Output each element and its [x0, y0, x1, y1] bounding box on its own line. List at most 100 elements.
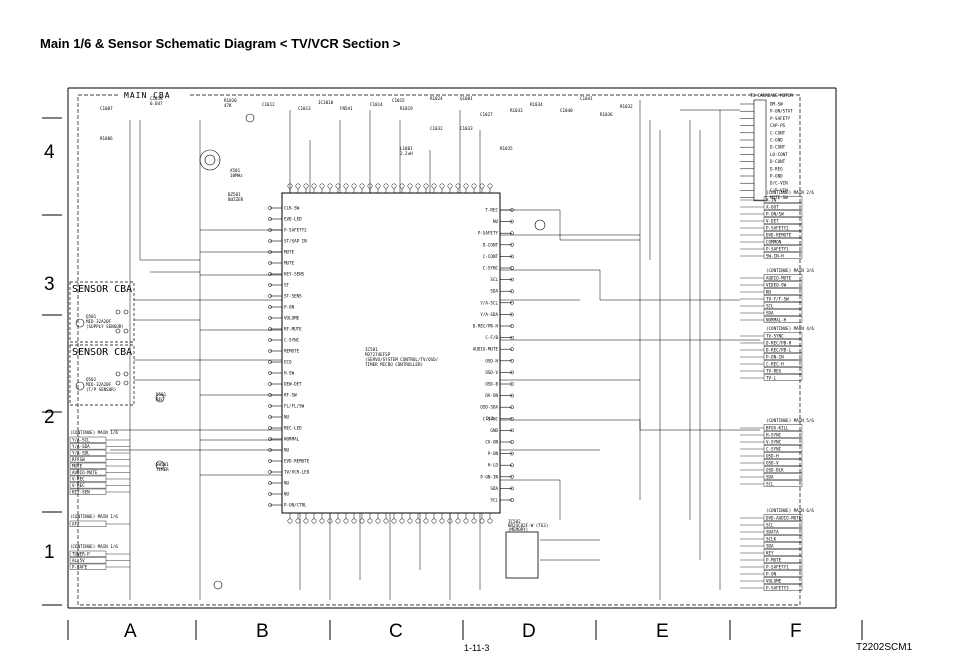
component-label: R1020 — [224, 98, 237, 103]
connector-pin-label: P-SAFETY1 — [766, 247, 789, 252]
ic-left-pin-label: MUTE — [284, 261, 295, 266]
ic-right-pin-label: SCL — [490, 498, 498, 503]
ic-top-pin — [359, 183, 365, 189]
ic-main-ref: IC501 — [365, 347, 378, 352]
ic-right-pin-label: NU — [493, 219, 499, 224]
connector-pin-label: KEY — [766, 551, 774, 556]
right-connector-groups: (CONTINUE) MAIN 2/6X-INX-OUTP-ON/SWV-DET… — [740, 190, 814, 591]
ic-right-pin-label: D-REC/PB-H — [473, 324, 499, 329]
ic-top-pin — [471, 183, 477, 189]
grid-ticks — [42, 117, 863, 640]
connector-cell — [763, 224, 803, 231]
connector-pin-label: BFOX-KILL — [766, 426, 789, 431]
connector-pin-label: KEY-SEN — [72, 490, 90, 495]
ic-right-pin-label: OSD-H — [485, 358, 498, 363]
part-label: TIMER — [156, 467, 169, 472]
sensor-part-text: (T/P SENSOR) — [86, 387, 116, 392]
component-label: C1018 — [150, 96, 163, 101]
motor-connector-pin: C-GND — [770, 138, 783, 143]
connector-pin-label: Y/A-SDL — [72, 451, 90, 456]
connector-pin-label: VOLUME — [766, 579, 782, 584]
connector-group-header: (CONTINUE) MAIN 3/6 — [766, 268, 814, 273]
ic-pin-number — [510, 440, 514, 444]
part-label: BUZZER — [228, 197, 244, 202]
motor-connector-pin: C-CONT — [770, 130, 786, 135]
connector-pin-label: Y/A-SCL — [72, 438, 90, 443]
component-label: FN5A1 — [340, 106, 353, 111]
motor-connector-pin: D-CONT — [770, 159, 786, 164]
connector-cell — [763, 288, 803, 295]
ic-top-pin — [431, 183, 437, 189]
page-number: 1-11-3 — [464, 643, 490, 653]
component-label: C1033 — [460, 126, 473, 131]
component-label: R1024 — [430, 96, 443, 101]
ic-bottom-pin — [439, 518, 445, 524]
part-label: BZ501 — [228, 192, 241, 197]
connector-pin-label: NORMAL-H — [766, 318, 787, 323]
connector-pin-label: SCL — [766, 304, 774, 309]
connector-group-header: (CONTINUE) MAIN 4/6 — [766, 326, 814, 331]
ic-right-pin-label: D-CONT — [483, 242, 499, 247]
ic-left-pin-label: REC-LED — [284, 426, 302, 431]
connector-pin-label: SCLK — [766, 537, 777, 542]
ic-right-pin-label: P-ON-IN — [480, 474, 498, 479]
connector-pin-label: TV-L — [766, 376, 777, 381]
ic-main-desc: (SERVO/SYSTEM CONTROL/TV/OSD/ — [365, 357, 439, 362]
ic-pin-number — [510, 242, 514, 247]
connector-pin-label: TV-REG — [766, 369, 782, 374]
ic-pin-number — [510, 370, 514, 375]
ic-top-pin — [319, 183, 325, 189]
connector-cell — [763, 346, 803, 353]
connector-pin-label: SCL — [766, 482, 774, 487]
grid-col-label: F — [790, 621, 802, 642]
ic-left-pin-label: ECO — [284, 360, 292, 365]
connector-pin-label: COMMON — [766, 240, 782, 245]
ic-pin-number — [510, 254, 514, 259]
ic-top-pin — [327, 183, 333, 189]
ic-left-pin-label: C-SYNC — [284, 338, 300, 343]
connector-pin-label: OSD-BLK — [766, 468, 784, 473]
connector-cell — [763, 302, 803, 309]
connector-cell — [763, 514, 803, 521]
connector-cell — [763, 473, 803, 480]
component-label: 47K — [224, 103, 232, 108]
ic-top-pin — [311, 183, 317, 189]
connector-pin-label: X-OUT — [766, 205, 779, 210]
ic-pin-number — [510, 312, 514, 317]
connector-cell — [763, 203, 803, 210]
ic-memory-part: BR24C02F-W (TG3) — [508, 523, 548, 528]
component-label: Q1001 — [460, 96, 473, 101]
ic-right-pin-label: Y/A-SDA — [480, 312, 498, 317]
connector-pin-label: P-SAFETY1 — [766, 565, 789, 570]
ic-bottom-pin — [487, 518, 493, 524]
ic-right-pin-label: GND — [490, 428, 498, 433]
motor-connector-title: TO CARRIAGE MOTOR — [750, 93, 793, 98]
ic-right-pin-label: Y/A-SCL — [480, 300, 498, 305]
ic-pin-number — [510, 335, 514, 340]
ic-pin-number — [268, 294, 272, 298]
sensor-part-text: Q501 — [86, 314, 97, 319]
ic-main-part: M37274EFSP — [365, 352, 391, 357]
ic-bottom-pin — [375, 518, 381, 524]
buzzer-symbol — [155, 113, 546, 590]
connector-pin-label: D-REC/PB-L — [766, 348, 792, 353]
ic-left-pin-label: NU — [284, 415, 290, 420]
ic-left-pin-label: P-SAFETY2 — [284, 228, 307, 233]
component-label: C1041 — [580, 96, 593, 101]
ic-pin-number — [268, 338, 272, 342]
ic-pin-number — [268, 327, 272, 331]
connector-cell — [763, 556, 803, 563]
ic-left-pin-label: NU — [284, 481, 290, 486]
component-label: R1006 — [100, 136, 113, 141]
ic-left-pin-label: KEY-SENS — [284, 272, 305, 277]
connector-cell — [763, 360, 803, 367]
connector-pin-label: V-REC — [72, 483, 85, 488]
connector-group-header: (CONTINUE) MAIN 5/6 — [766, 418, 814, 423]
component-label: C1007 — [100, 106, 113, 111]
ic-right-pin-label: C-SYNC — [483, 416, 499, 421]
connector-cell — [763, 217, 803, 224]
grid-row-label: 1 — [44, 542, 55, 563]
ic-bottom-pin — [351, 518, 357, 524]
ic-right-pin-label: CV-ON — [485, 440, 498, 445]
